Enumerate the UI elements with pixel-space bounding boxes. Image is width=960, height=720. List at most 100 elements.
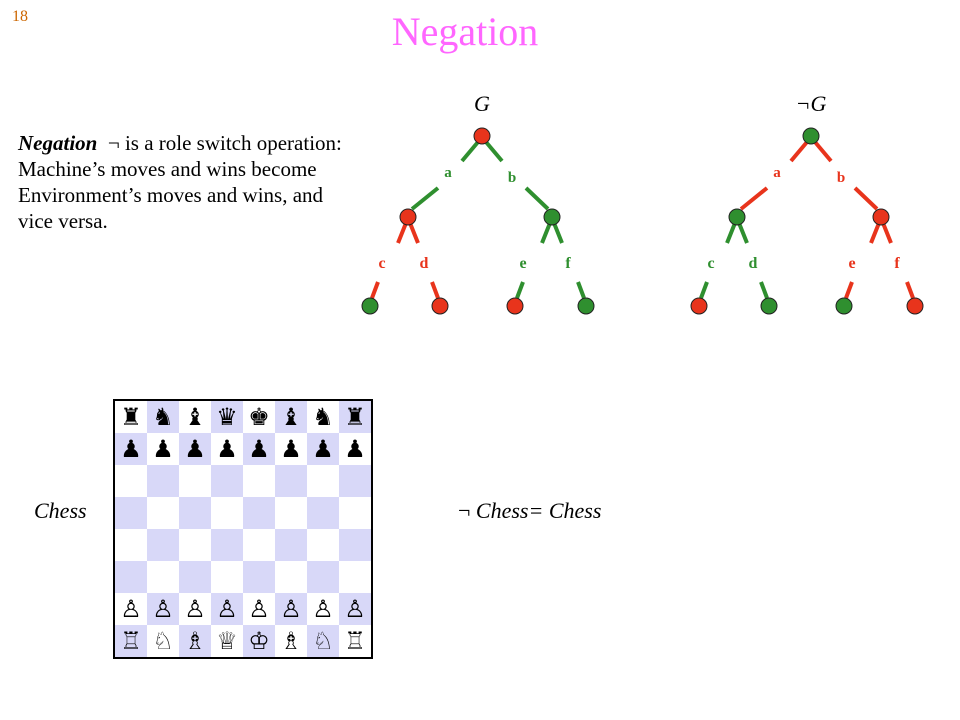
chess-square [179, 561, 211, 593]
chess-square [307, 529, 339, 561]
chess-square [275, 561, 307, 593]
equation-negation-symbol: ¬ [458, 498, 471, 523]
tree-1-edge-label-b: b [508, 170, 516, 186]
chess-piece-square: ♗ [179, 625, 211, 657]
tree-2-leaf-node-2 [760, 297, 778, 315]
chess-square [115, 561, 147, 593]
chess-piece-square: ♚ [243, 401, 275, 433]
chess-square [339, 561, 371, 593]
chess-square [147, 497, 179, 529]
tree-1-leaf-node-3 [506, 297, 524, 315]
tree-1-edge-label-a: a [444, 165, 452, 181]
chess-piece-square: ♘ [147, 625, 179, 657]
chess-piece-square: ♞ [307, 401, 339, 433]
chess-piece-square: ♙ [179, 593, 211, 625]
chess-piece-square: ♟ [275, 433, 307, 465]
tree-1-root-node [473, 127, 491, 145]
tree-2-leaf-label-d: d [749, 255, 758, 272]
slide-number: 18 [12, 8, 28, 25]
tree-1-edge-b-lower [524, 186, 550, 211]
chess-piece-square: ♟ [179, 433, 211, 465]
chess-square [211, 561, 243, 593]
tree-2-edge-a-upper [789, 140, 809, 163]
chess-piece-square: ♟ [307, 433, 339, 465]
chess-square [243, 497, 275, 529]
chess-piece-square: ♝ [179, 401, 211, 433]
chess-piece-square: ♞ [147, 401, 179, 433]
chess-piece-square: ♝ [275, 401, 307, 433]
description-body: is a role switch operation: Machine’s mo… [18, 131, 342, 233]
chess-square [211, 497, 243, 529]
tree-2-edge-d-upper [737, 222, 749, 244]
chess-square [243, 561, 275, 593]
tree-2-edge-f-lower [905, 281, 915, 299]
tree-1-title: G [474, 91, 490, 116]
chess-piece-square: ♖ [115, 625, 147, 657]
tree-2-edge-label-a: a [773, 165, 781, 181]
tree-1-edge-e-upper [540, 222, 552, 244]
tree-1-leaf-node-4 [577, 297, 595, 315]
chess-piece-square: ♜ [339, 401, 371, 433]
tree-1-edge-a-upper [460, 140, 480, 163]
chess-square [115, 497, 147, 529]
tree-2-edge-c-upper [725, 222, 737, 244]
chess-square [275, 465, 307, 497]
tree-1-edge-e-lower [515, 281, 525, 299]
tree-2-edge-e-upper [869, 222, 881, 244]
chess-negation-equation: ¬ Chess= Chess [458, 498, 601, 524]
description-text: Negation ¬ is a role switch operation: M… [18, 130, 348, 234]
tree-2-edge-e-lower [844, 281, 854, 299]
tree-2-leaf-node-1 [690, 297, 708, 315]
tree-1-leaf-node-2 [431, 297, 449, 315]
tree-2-leaf-node-3 [835, 297, 853, 315]
tree-2-leaf-label-e: e [848, 255, 855, 272]
chess-piece-square: ♟ [243, 433, 275, 465]
chess-piece-square: ♗ [275, 625, 307, 657]
chess-piece-square: ♟ [211, 433, 243, 465]
chess-square [307, 561, 339, 593]
chess-piece-square: ♜ [115, 401, 147, 433]
tree-2-edge-b-upper [813, 140, 833, 163]
tree-1-node-right [543, 208, 561, 226]
tree-1-edge-f-lower [576, 281, 586, 299]
chess-square [275, 497, 307, 529]
chess-piece-square: ♙ [275, 593, 307, 625]
tree-1-edge-c-lower [370, 281, 380, 299]
negation-symbol: ¬ [107, 131, 120, 155]
chess-square [339, 465, 371, 497]
chess-square [307, 465, 339, 497]
chess-square [339, 529, 371, 561]
chess-label: Chess [34, 498, 87, 523]
chess-square [179, 465, 211, 497]
chess-square [147, 465, 179, 497]
tree-2-leaf-node-4 [906, 297, 924, 315]
tree-2-leaf-label-c: c [707, 255, 714, 272]
equation-text: Chess= Chess [470, 498, 602, 523]
tree-2-edge-b-lower [853, 186, 879, 211]
tree-2-root-node [802, 127, 820, 145]
tree-2-node-left [728, 208, 746, 226]
chess-square [339, 497, 371, 529]
tree-1-leaf-label-f: f [565, 255, 571, 272]
chess-square [147, 529, 179, 561]
chess-piece-square: ♙ [147, 593, 179, 625]
tree-1-edge-f-upper [552, 222, 564, 244]
chess-piece-square: ♟ [147, 433, 179, 465]
tree-1-leaf-node-1 [361, 297, 379, 315]
tree-1-edge-d-upper [408, 222, 420, 244]
tree-2-edge-label-b: b [837, 170, 845, 186]
tree-1-node-left [399, 208, 417, 226]
chess-piece-square: ♟ [115, 433, 147, 465]
chess-square [275, 529, 307, 561]
tree-1-edge-d-lower [430, 281, 440, 299]
slide-title: Negation [391, 9, 539, 54]
chess-piece-square: ♙ [243, 593, 275, 625]
tree-1-leaf-label-d: d [420, 255, 429, 272]
tree-1-edge-c-upper [396, 222, 408, 244]
chess-piece-square: ♟ [339, 433, 371, 465]
chess-piece-square: ♕ [211, 625, 243, 657]
tree-2-node-right [872, 208, 890, 226]
chess-piece-square: ♔ [243, 625, 275, 657]
chess-piece-square: ♛ [211, 401, 243, 433]
